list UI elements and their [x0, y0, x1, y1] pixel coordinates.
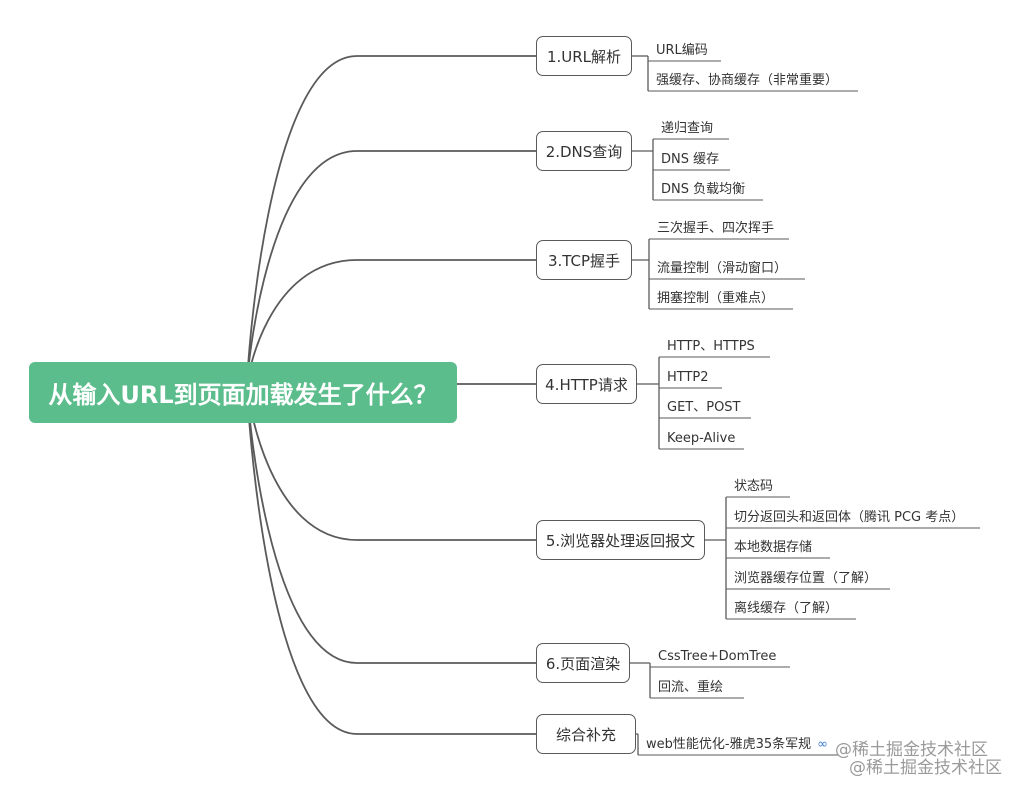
watermark-text: @稀土掘金技术社区: [835, 740, 988, 760]
leaf-label: 流量控制（滑动窗口）: [657, 261, 788, 276]
leaf-label: DNS 负载均衡: [661, 182, 746, 197]
leaf-node[interactable]: 浏览器缓存位置（了解）: [734, 569, 877, 589]
branch-node[interactable]: 1.URL解析: [536, 36, 632, 76]
leaf-node[interactable]: 三次握手、四次挥手: [657, 219, 774, 239]
leaf-label: Keep-Alive: [667, 431, 736, 446]
watermark: @稀土掘金技术社区 @稀土掘金技术社区: [835, 740, 1002, 778]
branch-node[interactable]: 5.浏览器处理返回报文: [536, 520, 705, 560]
leaf-label: 拥塞控制（重难点）: [657, 291, 775, 306]
leaf-node[interactable]: DNS 负载均衡: [661, 180, 745, 200]
branch-connector: [246, 384, 536, 735]
branch-connector: [246, 150, 536, 386]
leaf-node[interactable]: Keep-Alive: [667, 429, 735, 449]
leaf-node[interactable]: URL编码: [656, 41, 708, 61]
leaf-label: 浏览器缓存位置（了解）: [734, 571, 878, 586]
leaf-label: 三次握手、四次挥手: [657, 221, 775, 236]
leaf-label: DNS 缓存: [661, 152, 720, 167]
branch-node[interactable]: 6.页面渲染: [536, 643, 630, 683]
leaf-node[interactable]: CssTree+DomTree: [658, 647, 776, 667]
link-icon[interactable]: ∞: [817, 737, 828, 752]
leaf-label: 离线缓存（了解）: [734, 601, 839, 616]
watermark-text-shadow: @稀土掘金技术社区: [849, 758, 1002, 778]
branch-node[interactable]: 2.DNS查询: [536, 131, 632, 171]
leaf-node[interactable]: 回流、重绘: [658, 678, 723, 698]
leaf-label: HTTP2: [667, 370, 709, 385]
leaf-node[interactable]: 流量控制（滑动窗口）: [657, 259, 787, 279]
leaf-node[interactable]: 离线缓存（了解）: [734, 599, 838, 619]
leaf-label: CssTree+DomTree: [658, 649, 777, 664]
branch-node[interactable]: 综合补充: [536, 714, 636, 754]
leaf-label: HTTP、HTTPS: [667, 339, 755, 354]
leaf-node[interactable]: web性能优化-雅虎35条军规 ∞: [646, 735, 828, 755]
leaf-node[interactable]: HTTP、HTTPS: [667, 337, 755, 357]
leaf-node[interactable]: 切分返回头和返回体（腾讯 PCG 考点）: [734, 508, 964, 528]
leaf-node[interactable]: 强缓存、协商缓存（非常重要）: [656, 71, 838, 91]
branch-connector: [246, 384, 536, 664]
branch-node[interactable]: 3.TCP握手: [536, 240, 632, 280]
leaf-label: GET、POST: [667, 400, 741, 415]
leaf-label: 强缓存、协商缓存（非常重要）: [656, 73, 839, 88]
leaf-node[interactable]: 状态码: [734, 477, 773, 497]
leaf-label: web性能优化-雅虎35条军规: [646, 737, 812, 752]
leaf-label: URL编码: [656, 43, 708, 58]
central-topic[interactable]: 从输入URL到页面加载发生了什么？: [29, 362, 457, 423]
branch-node[interactable]: 4.HTTP请求: [536, 364, 637, 404]
leaf-label: 状态码: [734, 479, 774, 494]
leaf-label: 本地数据存储: [734, 540, 813, 555]
leaf-node[interactable]: 递归查询: [661, 119, 713, 139]
branch-connector: [246, 55, 536, 386]
leaf-label: 切分返回头和返回体（腾讯 PCG 考点）: [734, 510, 965, 525]
leaf-label: 递归查询: [661, 121, 714, 136]
leaf-node[interactable]: DNS 缓存: [661, 150, 719, 170]
leaf-node[interactable]: HTTP2: [667, 368, 709, 388]
leaf-node[interactable]: 拥塞控制（重难点）: [657, 289, 774, 309]
leaf-node[interactable]: GET、POST: [667, 398, 741, 418]
leaf-label: 回流、重绘: [658, 680, 724, 695]
leaf-node[interactable]: 本地数据存储: [734, 538, 812, 558]
